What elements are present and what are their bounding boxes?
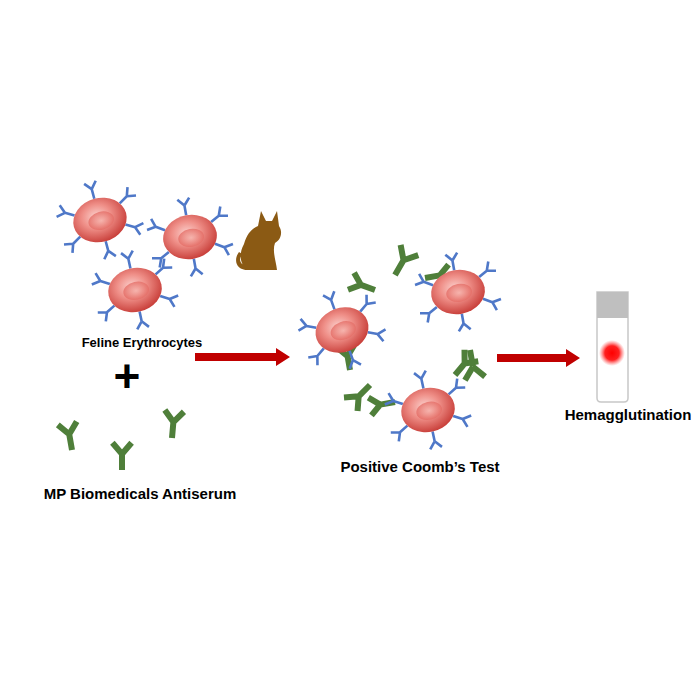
bound-antibody	[451, 410, 471, 427]
bound-antibody	[323, 291, 340, 311]
outcome-label: Hemagglutination	[565, 407, 692, 424]
erythrocyte	[411, 246, 506, 337]
bound-antibody	[414, 371, 429, 390]
antiserum-antibody	[112, 443, 131, 470]
feline-erythrocytes	[50, 172, 237, 337]
antiserum-label: MP Biomedicals Antiserum	[44, 486, 237, 503]
bound-antibody	[158, 290, 178, 307]
bridging-antibody	[368, 393, 396, 415]
bridging-antibody	[448, 350, 478, 381]
bound-antibody	[188, 258, 203, 277]
bound-antibody	[298, 319, 317, 334]
bridging-antibody	[344, 378, 377, 411]
bound-antibody	[124, 219, 144, 235]
bound-antibody	[367, 326, 386, 341]
bridging-antibody	[386, 245, 418, 280]
cell-pit	[415, 399, 444, 422]
erythrocyte	[290, 279, 394, 380]
cat-silhouette	[236, 211, 281, 270]
plus-sign: +	[114, 351, 141, 402]
erythrocyte	[380, 363, 477, 456]
cell-body	[160, 211, 221, 264]
cell-pit	[445, 282, 474, 304]
erythrocyte	[50, 172, 150, 269]
bound-antibody	[84, 181, 100, 201]
bound-antibody	[427, 430, 442, 449]
bound-antibody	[445, 253, 460, 272]
cell-body	[428, 266, 489, 319]
cell-pit	[86, 209, 116, 233]
agglutinated-cells	[290, 245, 505, 457]
cell-pit	[122, 279, 151, 302]
bridging-antibody	[348, 273, 378, 299]
result-label: Positive Coomb’s Test	[340, 459, 499, 476]
erythrocyte	[87, 243, 184, 336]
process-arrow	[195, 348, 290, 366]
agglutinate-dot	[599, 340, 625, 366]
cell-label: Feline Erythrocytes	[82, 336, 203, 350]
bound-antibody	[344, 349, 361, 369]
bound-antibody	[121, 251, 136, 270]
bound-antibody	[100, 240, 116, 260]
bound-antibody	[92, 273, 112, 290]
bound-antibody	[385, 393, 405, 410]
bound-antibody	[177, 198, 192, 217]
cell-body	[309, 300, 375, 360]
antiserum-antibodies	[58, 410, 184, 470]
antiserum-antibody	[58, 422, 82, 452]
antiserum-antibody	[162, 410, 183, 439]
bound-antibody	[456, 313, 471, 332]
erythrocyte	[143, 191, 238, 282]
cell-pit	[328, 318, 359, 344]
cell-body	[104, 263, 166, 317]
tube-cap	[597, 292, 628, 318]
process-arrow	[497, 349, 580, 367]
cell-body	[68, 192, 132, 248]
bound-antibody	[134, 310, 149, 329]
cell-pit	[177, 227, 206, 249]
test-tube	[597, 292, 628, 402]
tube-body	[597, 292, 628, 402]
bound-antibody	[57, 205, 77, 221]
cell-body	[397, 383, 459, 437]
